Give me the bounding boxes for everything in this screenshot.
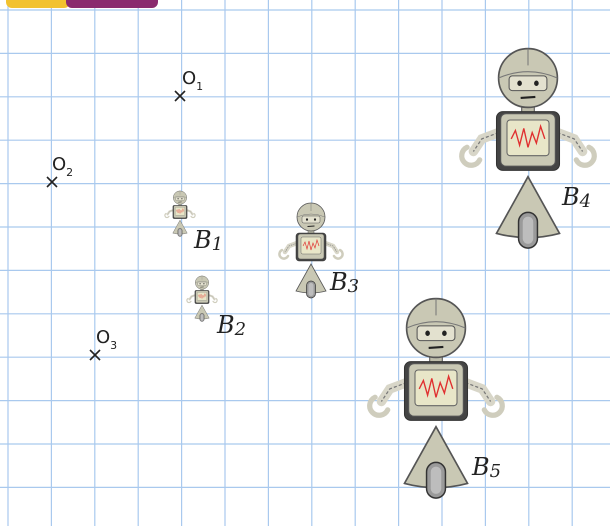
- corner-tab: [6, 0, 158, 8]
